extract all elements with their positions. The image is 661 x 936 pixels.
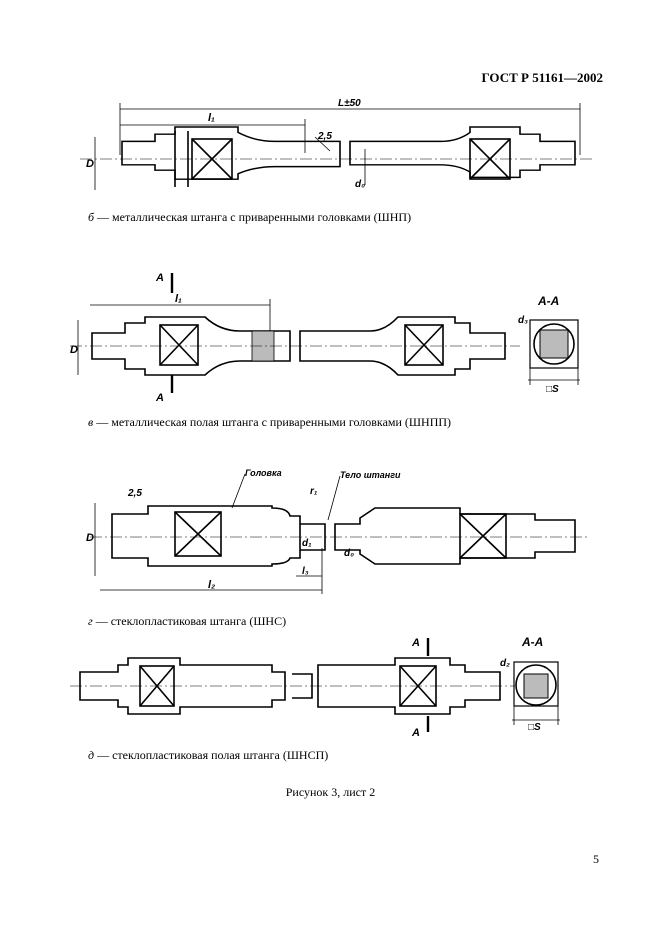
label-d3: d₃ (518, 315, 528, 326)
standard-number: ГОСТ Р 51161—2002 (481, 70, 603, 85)
page-number: 5 (593, 852, 599, 866)
drawing-shnp: L±50 l₁ 2,5 D d₀ (80, 98, 595, 190)
figure-caption: Рисунок 3, лист 2 (285, 785, 376, 799)
label-l2: l₂ (208, 579, 215, 591)
label-D: D (70, 344, 78, 356)
caption-shnpp: в — металлическая полая штанга с приваре… (88, 415, 452, 429)
drawing-shns: 2,5 Головка Тело штанги r₁ D d₁ d₀ l₃ l₂ (86, 468, 590, 594)
label-l1: l₁ (208, 112, 215, 124)
label-l3: l₃ (302, 566, 309, 577)
label-d2: d₂ (500, 658, 510, 669)
label-head: Головка (245, 468, 282, 478)
label-square: □S (546, 384, 559, 395)
label-d1: d₁ (302, 538, 312, 549)
label-square: □S (528, 722, 541, 733)
label-l1: l₁ (175, 293, 182, 305)
caption-shns: г — стеклопластиковая штанга (ШНС) (88, 614, 287, 628)
label-section-arrow-bottom: A (411, 727, 420, 739)
label-r1: r₁ (310, 486, 318, 497)
label-D: D (86, 158, 94, 170)
label-section: А-А (537, 294, 559, 308)
drawing-shnsp: A A А-А d₂ □S (70, 635, 560, 739)
label-section-arrow-top: A (155, 272, 164, 284)
drawing-shnpp: A A l₁ D А-А d₃ □S (70, 272, 580, 404)
label-section-arrow-bottom: A (155, 392, 164, 404)
label-chamfer: 2,5 (317, 131, 332, 142)
label-d0: d₀ (355, 179, 365, 190)
caption-shnsp: д — стеклопластиковая полая штанга (ШНСП… (88, 748, 329, 762)
caption-shnp: б — металлическая штанга с приваренными … (88, 210, 412, 224)
label-total-length: L±50 (338, 98, 361, 109)
label-section-arrow-top: A (411, 637, 420, 649)
label-body: Тело штанги (340, 470, 401, 480)
label-chamfer: 2,5 (127, 488, 142, 499)
label-section: А-А (521, 635, 543, 649)
label-D: D (86, 532, 94, 544)
label-d0: d₀ (344, 548, 354, 559)
